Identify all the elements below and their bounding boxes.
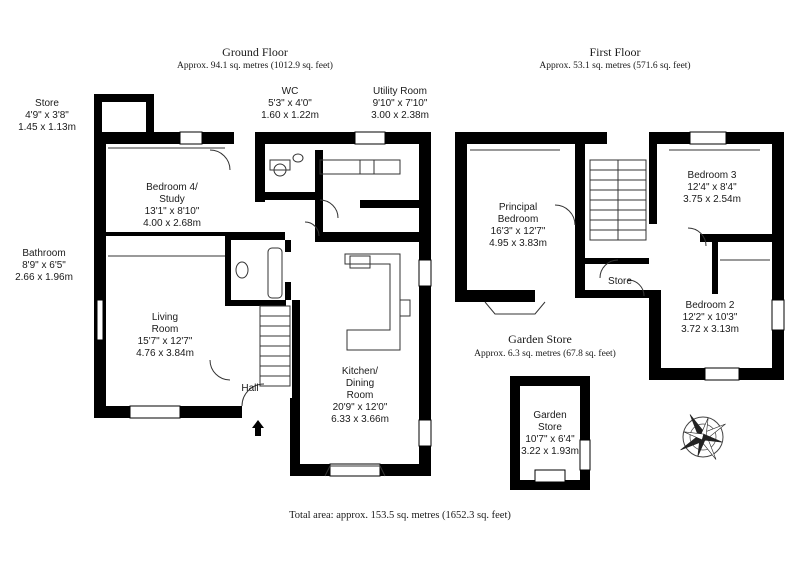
garden-store-area: Approx. 6.3 sq. metres (67.8 sq. feet) [474,349,616,359]
principal-bedroom-label: Principal Bedroom 16'3" x 12'7" 4.95 x 3… [489,202,547,249]
compass-rose-icon [680,414,726,460]
wc-label: WC 5'3" x 4'0" 1.60 x 1.22m [261,86,319,121]
first-floor-title: First Floor [589,45,641,59]
garden-store-room-label: Garden Store 10'7" x 6'4" 3.22 x 1.93m [521,410,579,457]
first-floor-area: Approx. 53.1 sq. metres (571.6 sq. feet) [539,61,691,71]
bedroom-3-label: Bedroom 3 12'4" x 8'4" 3.75 x 2.54m [683,170,741,205]
store-label: Store 4'9" x 3'8" 1.45 x 1.13m [18,98,76,133]
ground-floor-title: Ground Floor [222,45,288,59]
total-area: Total area: approx. 153.5 sq. metres (16… [289,510,511,521]
utility-room-label: Utility Room 9'10" x 7'10" 3.00 x 2.38m [371,86,429,121]
living-room-label: Living Room 15'7" x 12'7" 4.76 x 3.84m [136,312,194,359]
ground-floor-area: Approx. 94.1 sq. metres (1012.9 sq. feet… [177,61,333,71]
bedroom-2-label: Bedroom 2 12'2" x 10'3" 3.72 x 3.13m [681,300,739,335]
kitchen-dining-room-label: Kitchen/ Dining Room 20'9" x 12'0" 6.33 … [331,366,389,425]
bathroom-label: Bathroom 8'9" x 6'5" 2.66 x 1.96m [15,248,73,283]
hall-label: Hall [241,383,259,394]
first-floor-store-label: Store [608,276,632,287]
garden-store-title: Garden Store [508,332,572,346]
entrance-arrow-icon [252,420,264,436]
bedroom-4-study-label: Bedroom 4/ Study 13'1" x 8'10" 4.00 x 2.… [143,182,201,229]
